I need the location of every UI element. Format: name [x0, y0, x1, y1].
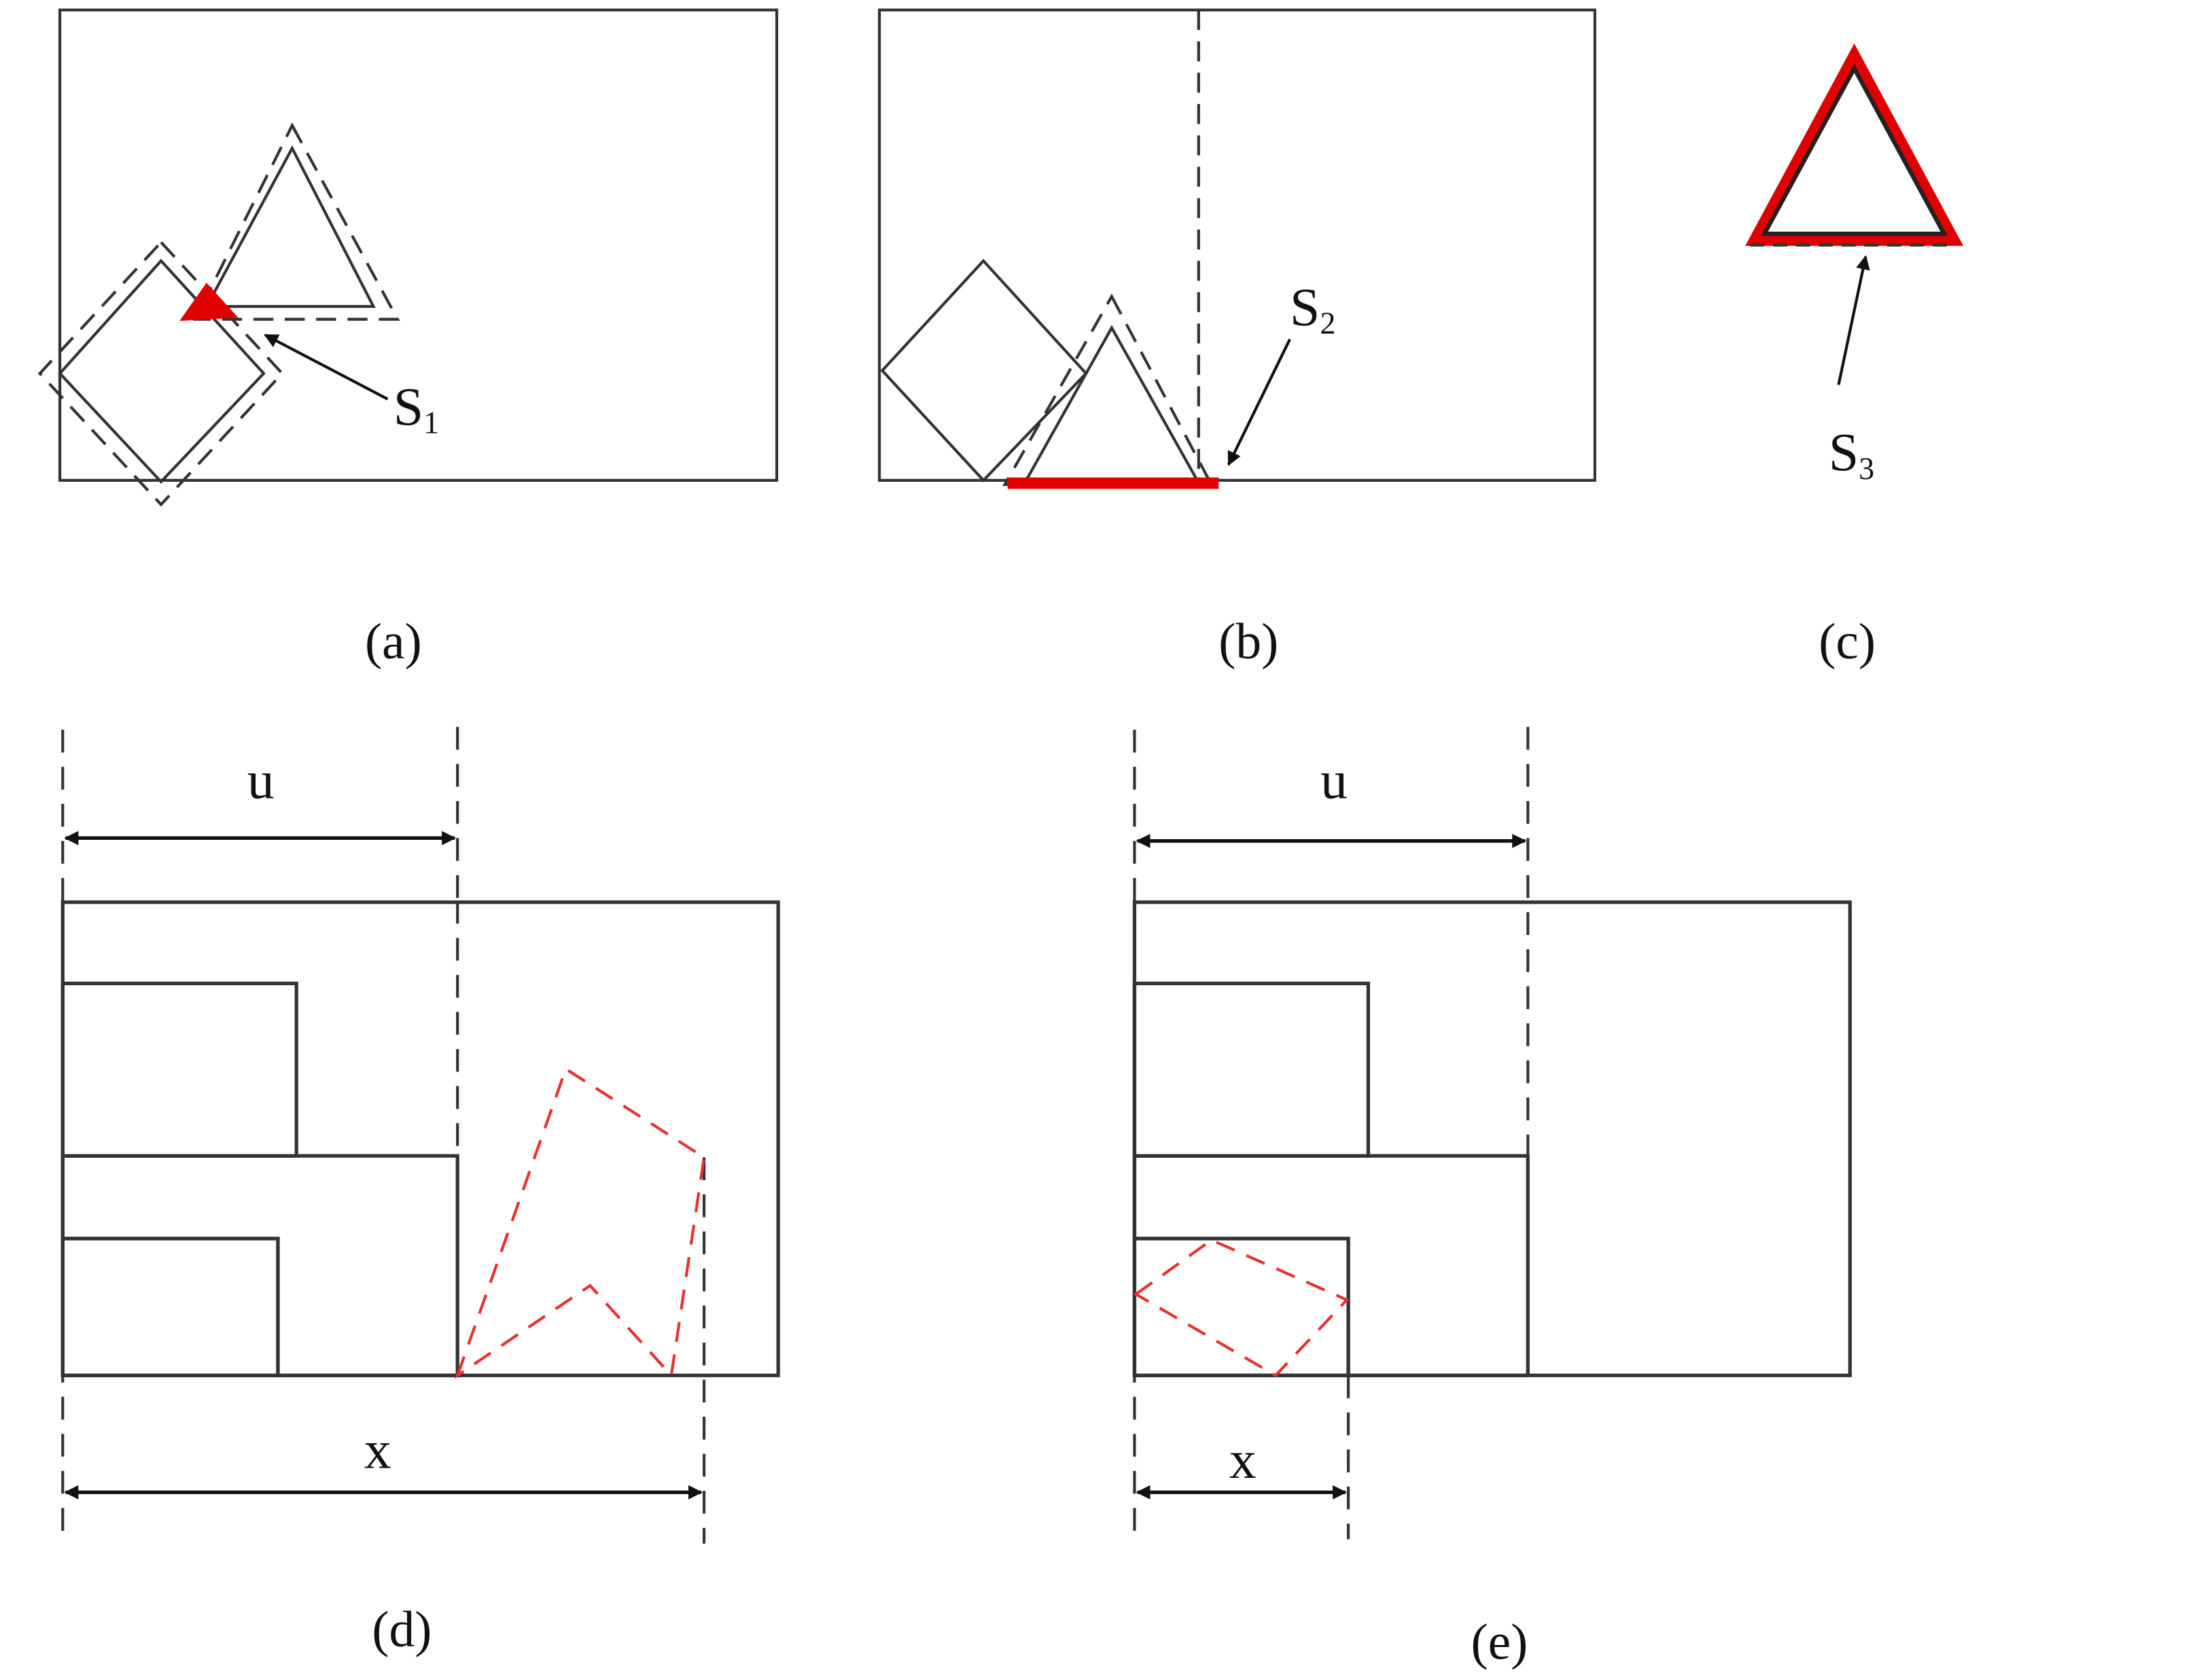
panel-d: u x (d) — [60, 726, 780, 1658]
overlap-segment-s2 — [1007, 477, 1219, 489]
triangle-shape — [204, 145, 376, 308]
s1-pointer-arrow — [264, 334, 389, 401]
strip-container — [60, 900, 780, 1377]
caption-c: (c) — [1819, 614, 1876, 670]
diamond-shape — [58, 258, 266, 484]
x-label: x — [364, 1421, 391, 1481]
placed-piece-bottom — [1132, 1237, 1350, 1377]
placed-piece-middle — [1132, 1154, 1530, 1377]
placed-piece-top — [60, 981, 298, 1158]
panel-c: S3 (c) — [1745, 43, 1964, 670]
s2-label: S2 — [1290, 277, 1335, 340]
triangle-offset-dashed — [192, 122, 400, 321]
u-label: u — [1320, 751, 1348, 811]
s2-pointer-arrow — [1227, 338, 1291, 466]
s3-label: S3 — [1829, 423, 1874, 486]
caption-d: (d) — [372, 1602, 432, 1658]
panel-b: S2 (b) — [877, 8, 1596, 670]
placed-piece-top — [1132, 981, 1371, 1158]
triangle-shape — [1761, 64, 1948, 236]
placed-piece-middle — [60, 1154, 459, 1377]
container-rect-a — [58, 8, 779, 482]
strip-container — [1132, 900, 1852, 1377]
x-label: x — [1229, 1430, 1257, 1490]
diamond-shape — [880, 258, 1089, 482]
panel-a: S1 (a) — [37, 8, 779, 670]
panel-e: u x (e) — [1132, 726, 1852, 1671]
u-label: u — [247, 751, 275, 811]
s3-pointer-arrow — [1837, 255, 1870, 385]
candidate-piece-dashed — [455, 1067, 706, 1379]
overlap-region-s1 — [179, 283, 239, 321]
caption-a: (a) — [365, 614, 422, 670]
triangle-outline-highlight — [1745, 43, 1964, 246]
container-rect-b — [877, 8, 1596, 482]
caption-b: (b) — [1218, 614, 1278, 670]
candidate-piece-dashed — [1133, 1238, 1350, 1377]
caption-e: (e) — [1471, 1614, 1528, 1671]
triangle-offset-dashed — [1002, 293, 1214, 487]
s1-label: S1 — [393, 377, 439, 440]
placed-piece-bottom — [60, 1237, 280, 1377]
diamond-offset-dashed — [37, 240, 285, 507]
